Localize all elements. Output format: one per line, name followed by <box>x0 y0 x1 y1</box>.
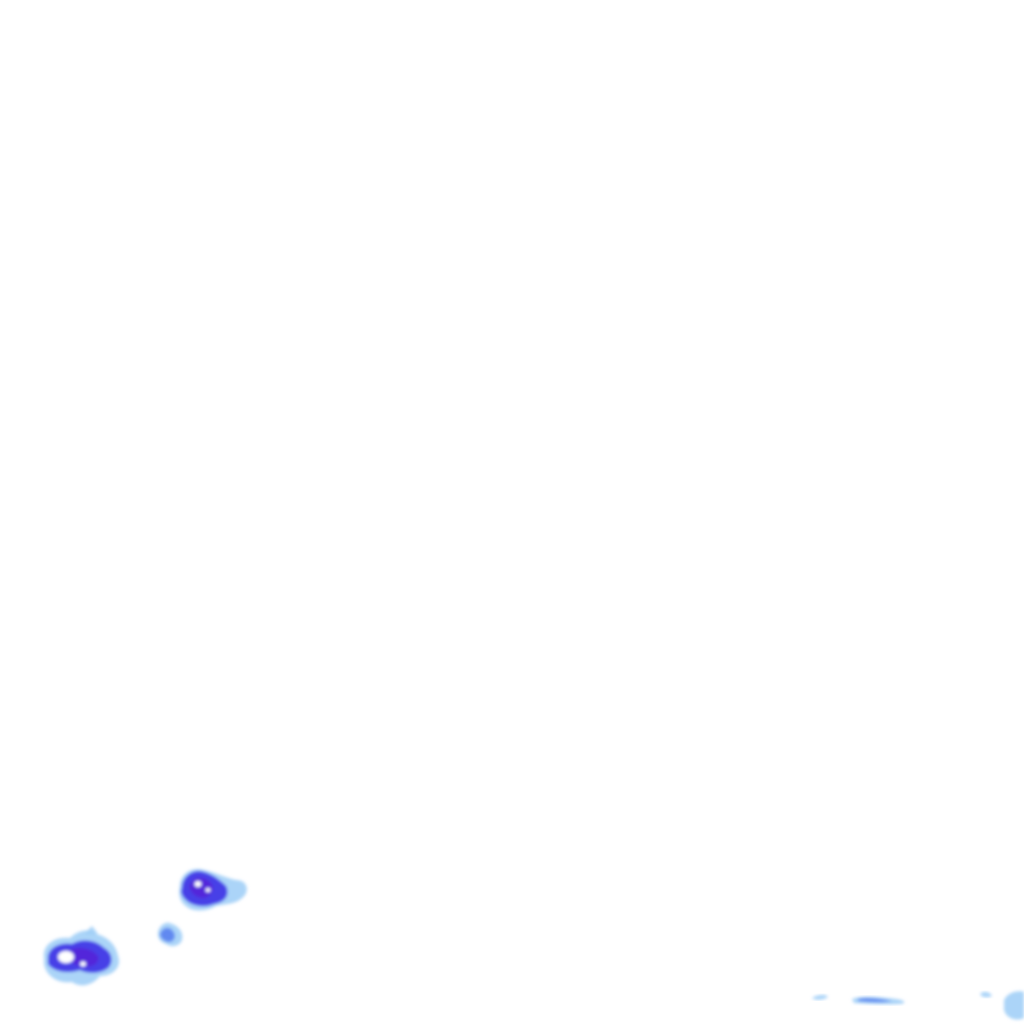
precip-cell-2 <box>179 868 247 911</box>
precip-cell-1 <box>43 926 120 986</box>
precip-cell-3 <box>158 922 183 947</box>
precip-cell-5 <box>852 996 905 1005</box>
precip-cell-4 <box>812 994 828 1000</box>
precip-cell-7 <box>1004 991 1024 1020</box>
precip-cell-6 <box>980 991 992 998</box>
